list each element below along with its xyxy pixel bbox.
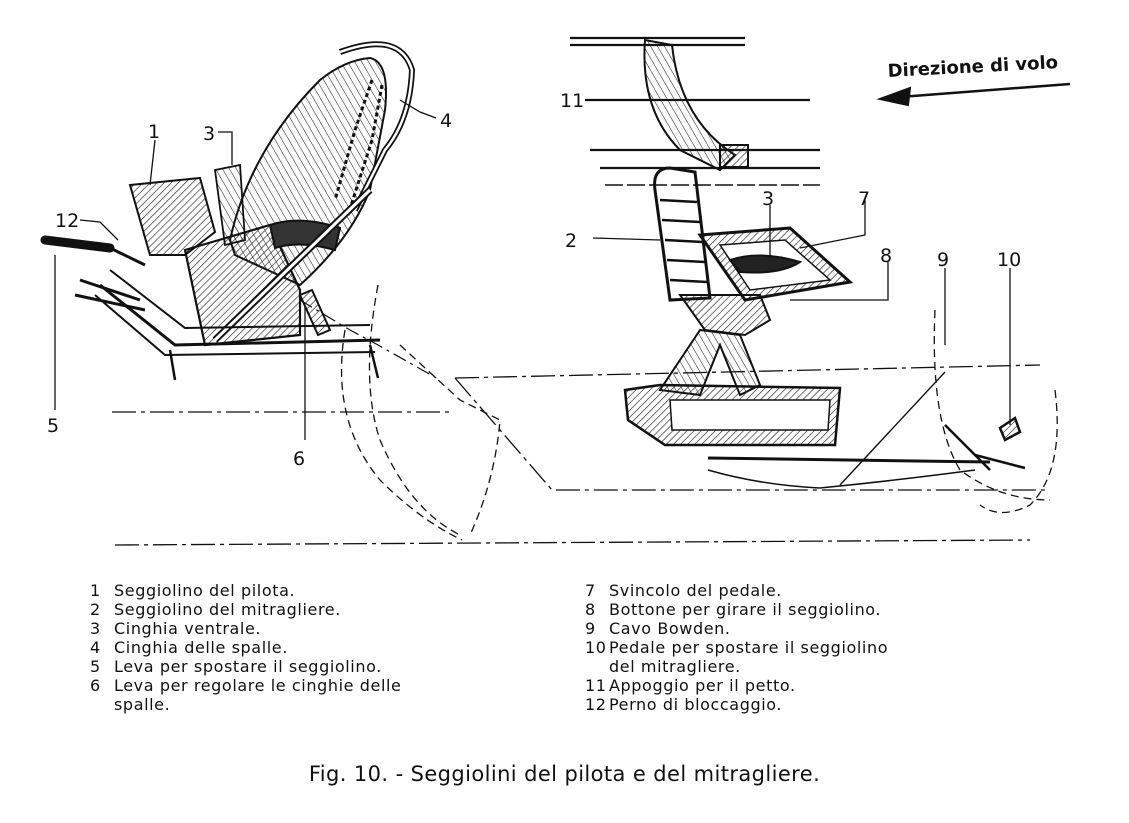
pilot-shoulder-strap (333, 79, 374, 201)
gunner-seat-drawing (454, 36, 1071, 514)
callout-10: 10 (997, 249, 1021, 271)
legend-text: Svincolo del pedale. (609, 581, 782, 600)
callout-7: 7 (858, 188, 870, 210)
callout-2: 2 (565, 230, 577, 252)
legend-right: 7 Svincolo del pedale. 8 Bottone per girare… (585, 581, 1055, 714)
legend-number: 2 (90, 600, 101, 619)
callout-1: 1 (148, 121, 160, 143)
legend-number: 4 (90, 638, 101, 657)
legend-text: Pedale per spostare il seggiolino (609, 638, 889, 657)
legend-item: 1 Seggiolino del pilota. (90, 581, 560, 600)
legend-item: 2 Seggiolino del mitragliere. (90, 600, 560, 619)
callout-3-gunner: 3 (762, 188, 774, 210)
legend-number: 8 (585, 600, 596, 619)
gunner-column (678, 294, 772, 337)
bowden-rod (707, 456, 991, 464)
callout-6: 6 (293, 448, 305, 470)
legend-item: 9 Cavo Bowden. (585, 619, 1055, 638)
legend-item: 3 Cinghia ventrale. (90, 619, 560, 638)
legend-text-continuation: spalle. (114, 695, 171, 714)
callout-5: 5 (47, 415, 59, 437)
legend-text: Leva per spostare il seggiolino. (114, 657, 382, 676)
legend-text: Perno di bloccaggio. (609, 695, 783, 714)
pilot-seat-pan (128, 176, 217, 256)
gunner-backrest (653, 166, 712, 302)
pilot-dashed-outline (368, 284, 461, 536)
pilot-ventral-belt (213, 163, 246, 247)
callout-4: 4 (440, 110, 452, 132)
legend-text: Leva per regolare le cinghie delle (114, 676, 402, 695)
legend-text: Cinghia ventrale. (114, 619, 262, 638)
legend-item: 8 Bottone per girare il seggiolino. (585, 600, 1055, 619)
pilot-dashed-outline-3 (399, 344, 501, 536)
legend-item: 7 Svincolo del pedale. (585, 581, 1055, 600)
legend-number: 3 (90, 619, 101, 638)
pilot-seat-drawing (40, 41, 1031, 546)
gunner-floor-line (454, 364, 1041, 379)
pilot-dashed-outline-2 (340, 329, 463, 541)
legend-left: 1 Seggiolino del pilota. 2 Seggiolino del m… (90, 581, 560, 714)
legend-number: 7 (585, 581, 596, 600)
legend-item: 4 Cinghia delle spalle. (90, 638, 560, 657)
legend-number: 12 (585, 695, 607, 714)
legend-item: 6 Leva per regolare le cinghie delle (90, 676, 560, 695)
legend-text: Bottone per girare il seggiolino. (609, 600, 882, 619)
legend-text: Cinghia delle spalle. (114, 638, 288, 657)
legend-text: Seggiolino del mitragliere. (114, 600, 341, 619)
pilot-lever (40, 235, 115, 253)
pilot-floor-line-lower (114, 539, 1031, 546)
legend-number: 1 (90, 581, 101, 600)
legend-number: 11 (585, 676, 607, 695)
callout-8: 8 (880, 245, 892, 267)
legend-text: Appoggio per il petto. (609, 676, 796, 695)
callout-11: 11 (560, 90, 584, 112)
legend-number: 5 (90, 657, 101, 676)
direction-arrow (899, 82, 1071, 99)
legend-text-continuation: del mitragliere. (609, 657, 741, 676)
legend-number: 10 (585, 638, 607, 657)
legend-text: Cavo Bowden. (609, 619, 731, 638)
legend-text: Seggiolino del pilota. (114, 581, 296, 600)
pilot-strap-lever (298, 288, 332, 337)
legend-number: 9 (585, 619, 596, 638)
legend-number: 6 (90, 676, 101, 695)
callout-9: 9 (937, 249, 949, 271)
callout-3-pilot: 3 (203, 123, 215, 145)
callout-12: 12 (55, 210, 79, 232)
direction-label: Direzione di volo (887, 52, 1058, 82)
figure-caption: Fig. 10. - Seggiolini del pilota e del m… (308, 762, 821, 786)
legend-item: 5 Leva per spostare il seggiolino. (90, 657, 560, 676)
